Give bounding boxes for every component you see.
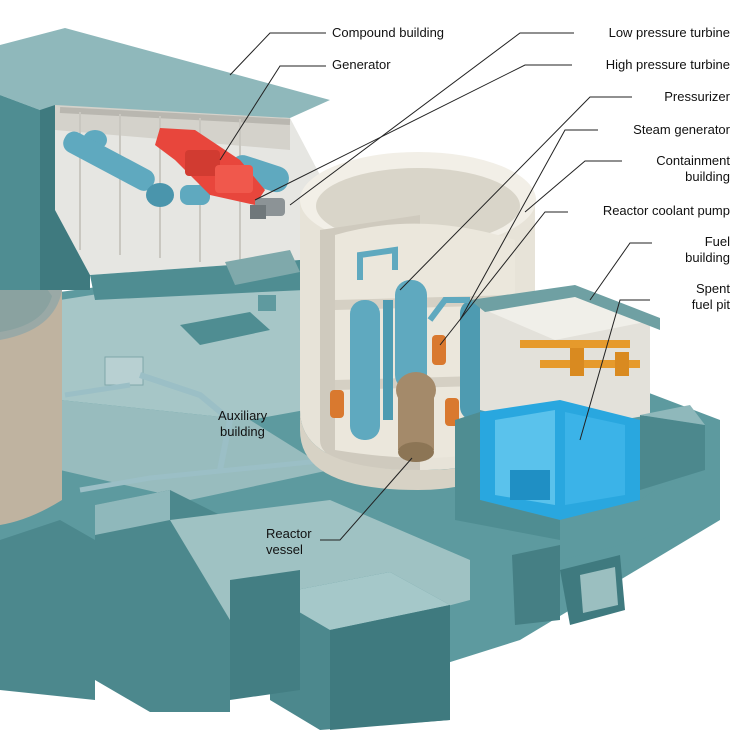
generator-shape [250,198,285,219]
leader-pressurizer [399,96,632,291]
label-spent-line2: fuel pit [692,297,731,312]
label-pressurizer: Pressurizer [664,89,730,104]
label-low-pressure-turbine: Low pressure turbine [609,25,730,40]
label-containment-line2: building [685,169,730,184]
auxiliary-roof [64,250,331,493]
turbine-hall [0,28,330,300]
leader-containment [524,160,622,213]
reactor-vessel-shape [396,372,436,462]
lp-turbine-shape [63,130,289,207]
label-steam-generator: Steam generator [633,122,731,137]
label-fuel-line2: building [685,250,730,265]
leader-fuel-building [589,242,652,301]
label-spent-line1: Spent [696,281,730,296]
label-high-pressure-turbine: High pressure turbine [606,57,730,72]
hp-turbine-shape [155,128,265,205]
label-auxiliary-line1: Auxiliary [218,408,268,423]
leader-generator [219,65,326,161]
crane-shape [520,340,640,376]
leader-reactor-coolant-pump [439,211,568,346]
label-reactor-line2: vessel [266,542,303,557]
leader-spent-fuel-pit [579,299,650,441]
label-compound-building: Compound building [332,25,444,40]
leader-reactor-vessel [320,457,413,541]
leader-compound-building [229,32,326,76]
coolant-pump-shape [330,335,459,426]
leader-low-pressure-turbine [289,32,574,206]
leader-lines [219,32,652,541]
fuel-building [455,285,705,625]
label-auxiliary-line2: building [220,424,265,439]
leader-high-pressure-turbine [254,64,572,201]
label-reactor-coolant-pump: Reactor coolant pump [603,203,730,218]
label-containment-line1: Containment [656,153,730,168]
labels: Compound building Generator Low pressure… [218,25,731,557]
spent-fuel-pool-shape [480,400,640,520]
label-reactor-line1: Reactor [266,526,312,541]
label-generator: Generator [332,57,391,72]
leader-steam-generator [459,129,598,321]
left-tank [0,260,62,525]
containment [300,152,536,490]
label-fuel-line1: Fuel [705,234,730,249]
